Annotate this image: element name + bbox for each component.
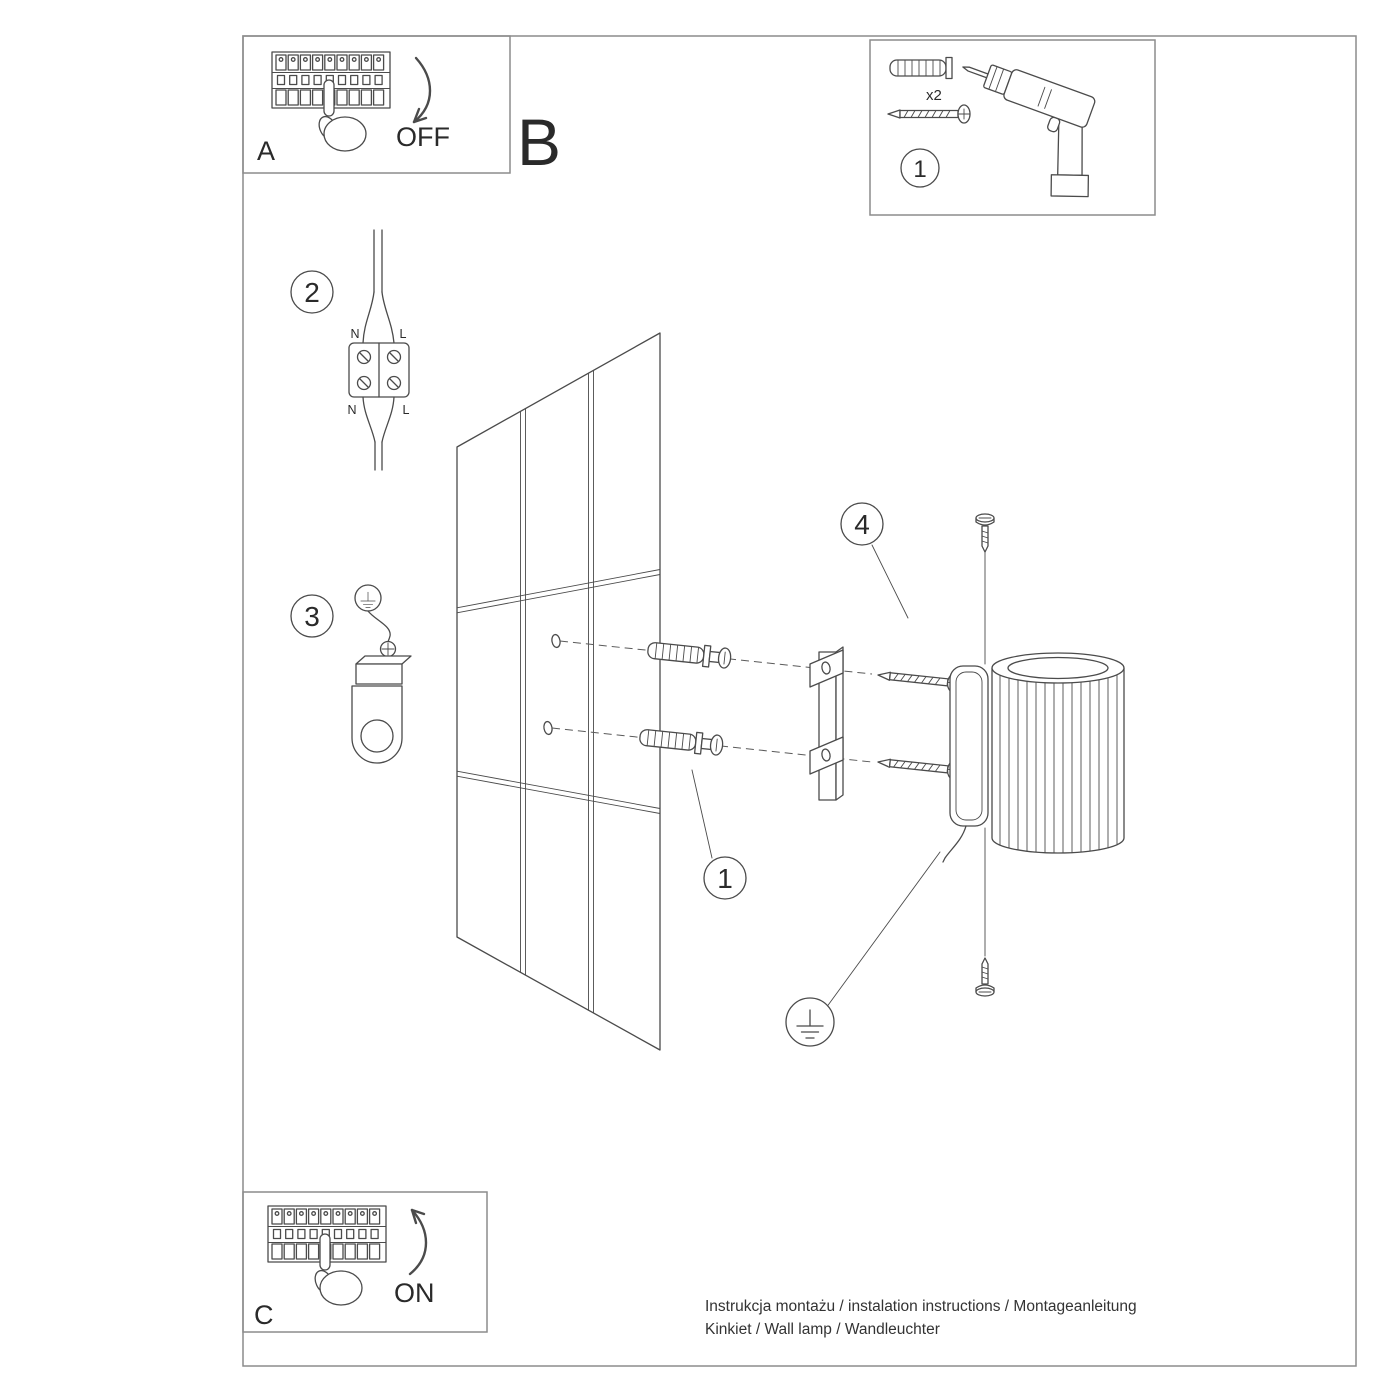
ground-leader (825, 851, 941, 1009)
lamp-ribs (999, 667, 1118, 854)
panel-c-box (242, 1191, 488, 1333)
screw-icon (887, 104, 971, 124)
step2-section: 2 N L N L (290, 229, 410, 471)
panel-c-label: C (254, 1300, 274, 1330)
page-border (242, 35, 1357, 1367)
lamp-screw-top (975, 513, 995, 553)
arrow-down-icon (412, 56, 432, 124)
ground-clamp (355, 640, 412, 685)
anchor-quantity-label: x2 (926, 87, 942, 104)
tile-grout-lines (456, 369, 661, 1014)
terminal-n-top-label: N (350, 327, 359, 341)
breaker-panel-off-illustration (272, 52, 390, 151)
lamp-mount-plate-inner (955, 671, 983, 821)
step4-number: 4 (854, 509, 870, 540)
tiled-wall (456, 332, 661, 1051)
tools-box (869, 39, 1156, 216)
terminal-l-bottom-label: L (403, 403, 410, 417)
footer-line-2: Kinkiet / Wall lamp / Wandleuchter (705, 1321, 940, 1338)
callout-4: 4 (840, 502, 909, 619)
lamp-screw-bottom (975, 957, 995, 997)
step3-badge: 3 (290, 594, 334, 638)
callout-1: 1 (691, 769, 747, 900)
drill-hole-bottom (543, 720, 553, 736)
tools-box-section: x2 1 (869, 39, 1156, 216)
drill-hole-top (551, 633, 561, 649)
step2-number: 2 (304, 277, 320, 308)
mounting-bracket (809, 646, 844, 801)
anchor-ref-number: 1 (717, 863, 733, 894)
panel-a-box (242, 35, 511, 174)
footer-line-1: Instrukcja montażu / instalation instruc… (705, 1298, 1137, 1315)
callout-4-leader (871, 544, 909, 619)
panel-a-section: A OFF (242, 35, 511, 174)
ground-symbol-large (785, 851, 941, 1047)
ground-lug (351, 685, 403, 764)
section-b-label: B (517, 105, 561, 179)
step2-wiring-diagram (348, 229, 410, 471)
callout-1-leader (691, 769, 713, 859)
drill-icon (962, 64, 1096, 198)
mounting-screw-bottom (876, 752, 962, 781)
panel-a-off-label: OFF (396, 122, 450, 152)
tools-step-badge: 1 (900, 148, 940, 188)
lamp-opening (1007, 656, 1109, 680)
tools-step-number: 1 (913, 156, 926, 183)
wall-plug-icon (889, 56, 953, 80)
panel-c-on-label: ON (394, 1278, 435, 1308)
lamp-cable (942, 825, 967, 863)
wall-plug-top (646, 638, 732, 669)
terminal-n-bottom-label: N (347, 403, 356, 417)
arrow-up-icon (408, 1208, 428, 1276)
wall-plug-bottom (638, 725, 724, 756)
step3-number: 3 (304, 601, 320, 632)
step2-badge: 2 (290, 270, 334, 314)
lamp-body (991, 652, 1125, 854)
panel-c-section: C ON (242, 1191, 488, 1333)
ground-symbol-small (354, 584, 382, 612)
lamp-mount-plate (949, 665, 989, 827)
wall-outline (456, 332, 661, 1051)
wall-lamp-assembly (942, 513, 1125, 997)
step3-section: 3 (290, 584, 412, 764)
panel-a-label: A (257, 136, 275, 166)
breaker-panel-on-illustration (268, 1206, 386, 1305)
terminal-l-top-label: L (400, 327, 407, 341)
ground-wire (367, 610, 391, 643)
mounting-screw-top (876, 665, 962, 694)
